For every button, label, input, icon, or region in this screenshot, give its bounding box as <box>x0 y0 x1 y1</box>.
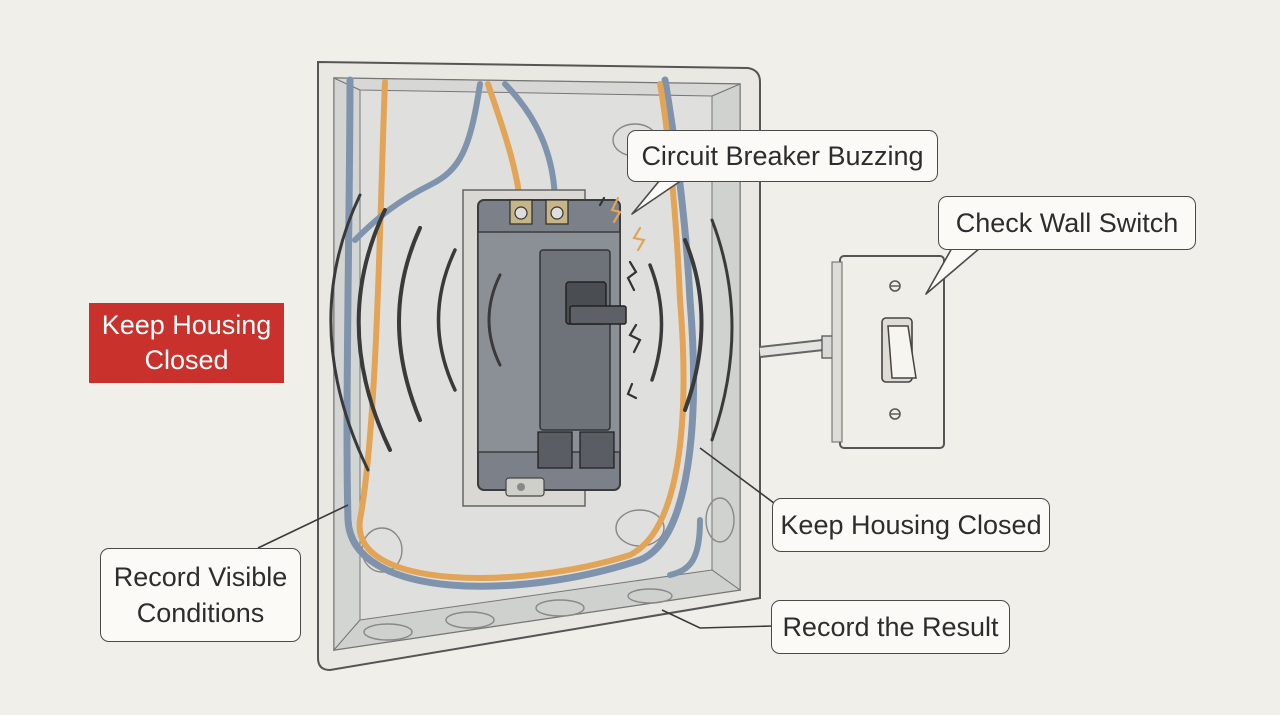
callout-text-line2: Conditions <box>136 598 265 628</box>
callout-check-wall-switch: Check Wall Switch <box>938 196 1196 250</box>
callout-text: Check Wall Switch <box>955 207 1179 238</box>
callout-text: Circuit Breaker Buzzing <box>641 140 924 171</box>
callout-record-visible-conditions: Record Visible Conditions <box>100 548 301 642</box>
callout-text-line1: Record Visible <box>113 562 288 592</box>
warning-text-line1: Keep Housing <box>101 310 272 340</box>
callout-keep-housing-closed: Keep Housing Closed <box>772 498 1050 552</box>
warning-keep-housing-closed: Keep Housing Closed <box>89 303 284 383</box>
callout-text: Record the Result <box>782 611 999 642</box>
callout-circuit-breaker-buzzing: Circuit Breaker Buzzing <box>627 130 938 182</box>
callout-leader-lines <box>257 447 787 629</box>
callout-text: Keep Housing Closed <box>780 509 1042 540</box>
switch-conduit <box>759 335 835 359</box>
wall-switch <box>831 255 945 449</box>
callout-record-the-result: Record the Result <box>771 600 1010 654</box>
panel-wires <box>343 76 703 590</box>
buzzing-sound-waves <box>329 193 734 472</box>
circuit-breaker <box>477 199 627 497</box>
spark-marks <box>598 196 646 400</box>
warning-text-line2: Closed <box>144 345 229 375</box>
